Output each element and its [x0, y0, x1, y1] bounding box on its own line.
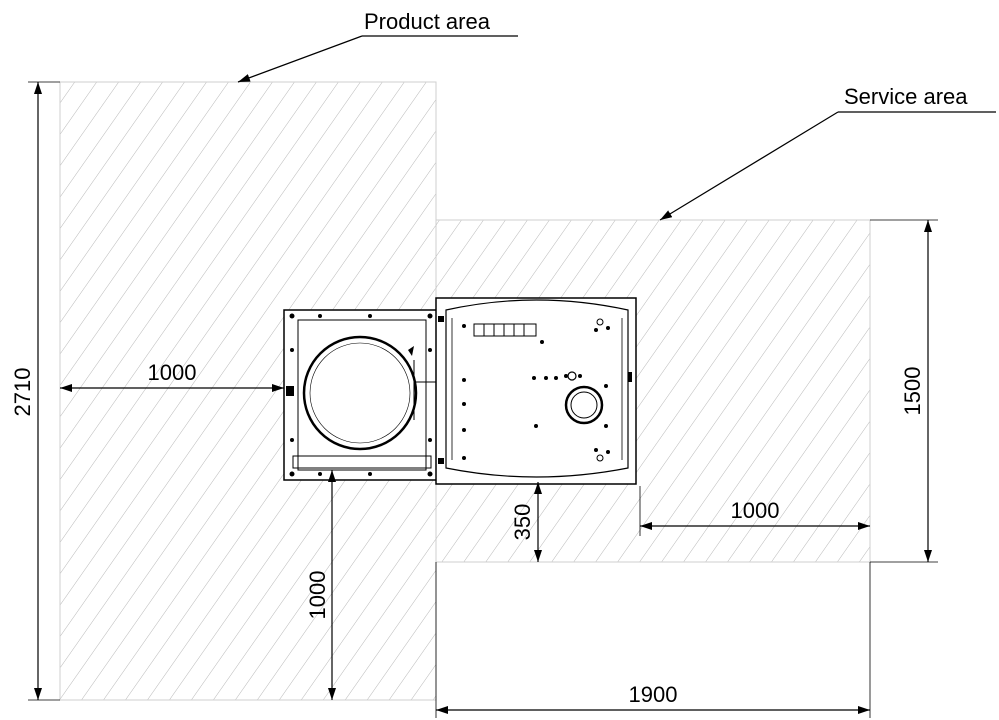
- machine-right-module: [435, 297, 637, 485]
- dim-service-depth-text: 1500: [900, 367, 925, 416]
- dim-service-depth: 1500: [870, 219, 938, 563]
- dim-service-width-text: 1900: [629, 682, 678, 707]
- dim-left-clearance-text: 1000: [148, 360, 197, 385]
- dim-right-clearance: 1000: [639, 486, 870, 536]
- dim-front-clearance: 350: [510, 482, 542, 562]
- service-area-label: Service area: [844, 84, 968, 109]
- connector-strip: [473, 323, 537, 337]
- dim-bottom-clearance-text: 1000: [305, 571, 330, 620]
- dim-right-clearance-text: 1000: [731, 498, 780, 523]
- product-area-label: Product area: [364, 9, 491, 34]
- dim-total-height-text: 2710: [10, 368, 35, 417]
- service-area-callout: Service area: [659, 84, 996, 221]
- machine-left-module: [283, 309, 439, 481]
- dim-front-clearance-text: 350: [510, 504, 535, 541]
- dim-left-clearance: 1000: [60, 360, 284, 392]
- dim-service-width: 1900: [435, 562, 871, 718]
- dim-total-height: 2710: [10, 81, 60, 701]
- dim-bottom-clearance: 1000: [305, 470, 336, 700]
- drum-circle: [302, 335, 418, 451]
- product-area-callout: Product area: [237, 9, 518, 83]
